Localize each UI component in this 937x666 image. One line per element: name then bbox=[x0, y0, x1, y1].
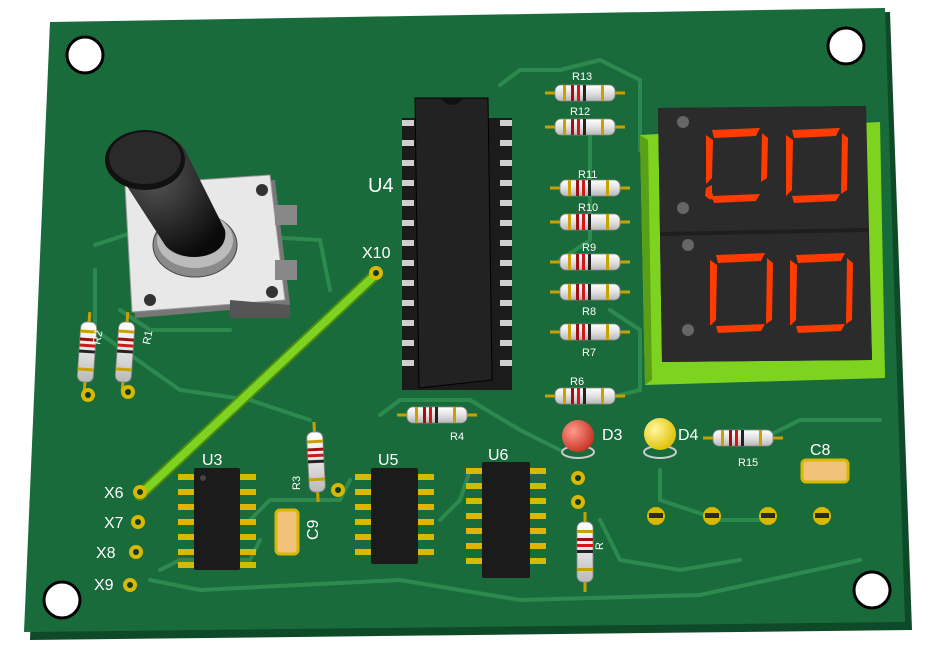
digit-top-left bbox=[705, 128, 768, 203]
ic-u5 bbox=[355, 468, 434, 564]
label-r8: R8 bbox=[582, 306, 596, 318]
pad-r1-bottom bbox=[121, 385, 135, 399]
pad-x10 bbox=[369, 266, 383, 280]
terminal-3 bbox=[759, 507, 777, 525]
digit-top-right bbox=[786, 128, 848, 203]
ic-u4 bbox=[402, 97, 512, 390]
label-x9: X9 bbox=[94, 577, 114, 594]
capacitor-c9 bbox=[274, 508, 300, 556]
resistor-r4 bbox=[395, 405, 479, 425]
label-x6: X6 bbox=[104, 485, 124, 502]
resistor-r7 bbox=[548, 322, 632, 342]
label-r12: R12 bbox=[570, 106, 590, 118]
pad-u6-2 bbox=[571, 495, 585, 509]
resistor-r15 bbox=[701, 428, 785, 448]
led-d3 bbox=[561, 420, 595, 459]
pad-u6-1 bbox=[571, 471, 585, 485]
resistor-r-u6 bbox=[575, 510, 595, 594]
label-u4: U4 bbox=[368, 175, 394, 197]
label-r-u6: R bbox=[594, 542, 606, 550]
mounting-hole-top-right bbox=[826, 26, 866, 66]
ic-u3 bbox=[178, 468, 256, 570]
capacitor-c8 bbox=[800, 458, 850, 484]
knob-icon[interactable] bbox=[105, 130, 226, 257]
mounting-hole-bottom-left bbox=[42, 580, 82, 620]
label-r13: R13 bbox=[572, 71, 592, 83]
label-r1: R1 bbox=[141, 330, 155, 346]
pad-x7 bbox=[131, 515, 145, 529]
label-u3: U3 bbox=[202, 452, 223, 469]
terminal-4 bbox=[813, 507, 831, 525]
resistor-r12 bbox=[543, 117, 627, 137]
label-c9: C9 bbox=[305, 519, 322, 540]
pad-r3-side bbox=[331, 483, 345, 497]
label-x10: X10 bbox=[362, 245, 391, 262]
digit-bottom-right bbox=[790, 253, 853, 333]
label-r6: R6 bbox=[570, 376, 584, 388]
digit-bottom-left bbox=[710, 253, 773, 333]
resistor-r13 bbox=[543, 83, 627, 103]
resistor-r8 bbox=[548, 282, 632, 302]
label-c8: C8 bbox=[810, 442, 831, 459]
label-u5: U5 bbox=[378, 452, 399, 469]
terminal-1 bbox=[647, 507, 665, 525]
label-u6: U6 bbox=[488, 447, 509, 464]
pad-x9 bbox=[123, 578, 137, 592]
ic-u6 bbox=[466, 462, 546, 578]
led-d4 bbox=[643, 418, 677, 459]
seven-segment-display bbox=[640, 106, 885, 385]
resistor-r11 bbox=[548, 178, 632, 198]
pad-x8 bbox=[129, 545, 143, 559]
label-r9: R9 bbox=[582, 242, 596, 254]
label-x7: X7 bbox=[104, 515, 124, 532]
terminal-2 bbox=[703, 507, 721, 525]
label-r15: R15 bbox=[738, 457, 758, 469]
label-r10: R10 bbox=[578, 202, 598, 214]
label-r2: R2 bbox=[91, 330, 105, 346]
label-r3: R3 bbox=[291, 476, 303, 490]
mounting-hole-top-left bbox=[65, 35, 105, 75]
label-x8: X8 bbox=[96, 545, 116, 562]
mounting-hole-bottom-right bbox=[852, 570, 892, 610]
label-r7: R7 bbox=[582, 347, 596, 359]
resistor-r6 bbox=[543, 386, 627, 406]
label-r11: R11 bbox=[578, 169, 597, 181]
pad-x6 bbox=[133, 485, 147, 499]
jumper-wire bbox=[134, 269, 381, 501]
label-r4: R4 bbox=[450, 431, 464, 443]
resistor-r10 bbox=[548, 212, 632, 232]
label-d3: D3 bbox=[602, 427, 623, 444]
potentiometer bbox=[105, 130, 297, 318]
resistor-r9 bbox=[548, 252, 632, 272]
label-d4: D4 bbox=[678, 427, 699, 444]
pad-r2-bottom bbox=[81, 388, 95, 402]
